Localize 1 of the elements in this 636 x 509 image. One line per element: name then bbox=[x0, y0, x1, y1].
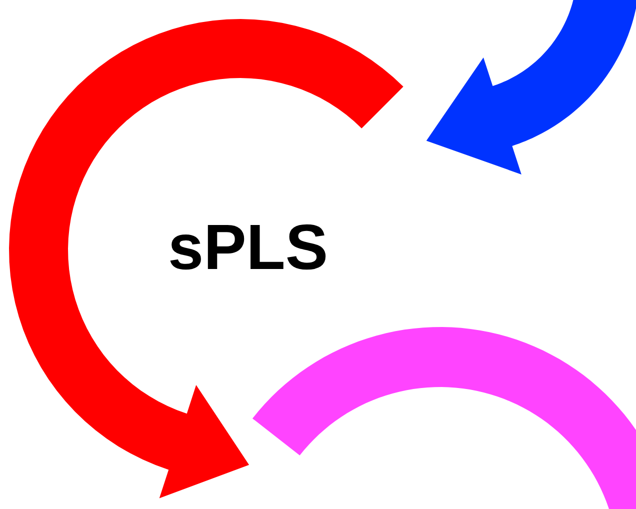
center-label: sPLS bbox=[168, 210, 328, 284]
